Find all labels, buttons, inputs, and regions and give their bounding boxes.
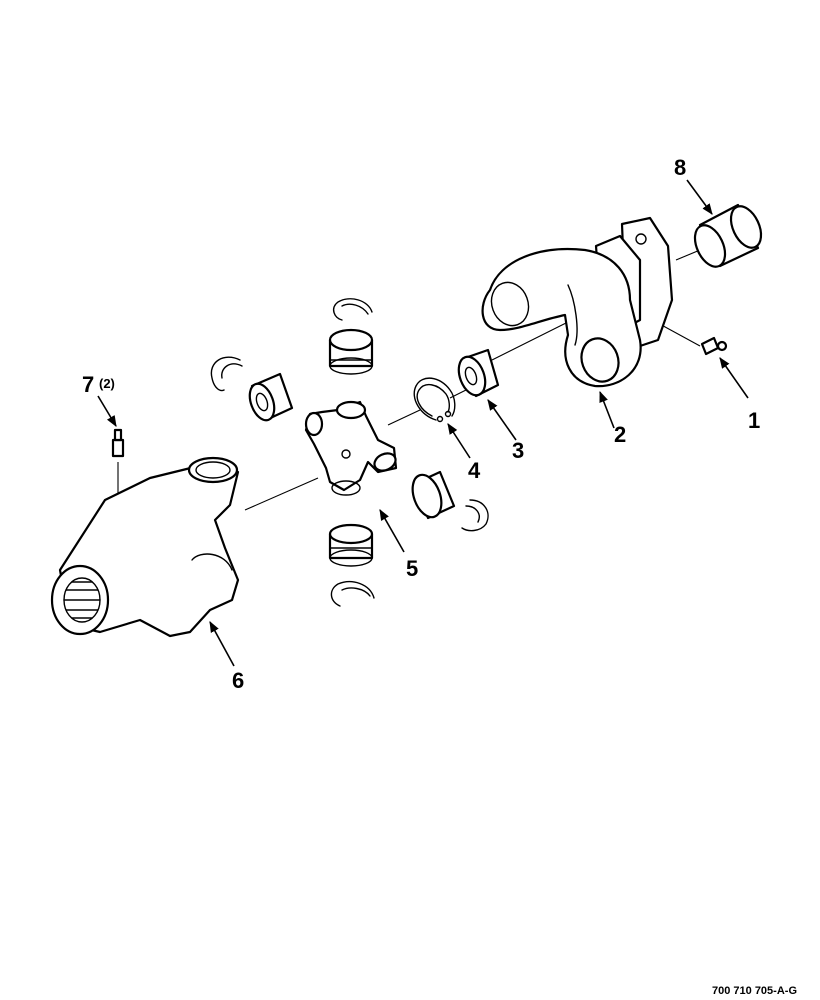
universal-joint-cross-kit[interactable] bbox=[210, 298, 489, 607]
bearing-cup-right bbox=[411, 470, 456, 520]
callout-7: 7 bbox=[82, 372, 94, 397]
callout-7-quantity: (2) bbox=[99, 376, 115, 391]
bearing-cup-left bbox=[248, 372, 294, 422]
snap-ring-top bbox=[332, 298, 373, 321]
snap-ring-large[interactable] bbox=[413, 377, 456, 423]
cross-spider bbox=[304, 400, 398, 496]
callout-4: 4 bbox=[468, 458, 481, 483]
callout-8: 8 bbox=[674, 155, 686, 180]
seal[interactable] bbox=[454, 348, 500, 399]
snap-ring-right bbox=[461, 499, 489, 532]
callout-3: 3 bbox=[512, 438, 524, 463]
grease-fitting-splined-yoke[interactable] bbox=[111, 428, 125, 458]
bearing-cup-top bbox=[328, 328, 374, 375]
callout-1: 1 bbox=[748, 408, 760, 433]
bushing[interactable] bbox=[689, 202, 767, 272]
yoke[interactable] bbox=[481, 216, 674, 388]
grease-fitting-yoke[interactable] bbox=[700, 336, 728, 356]
snap-ring-left bbox=[210, 356, 243, 392]
snap-ring-bottom bbox=[330, 580, 375, 607]
bearing-cup-bottom bbox=[328, 523, 374, 567]
drawing-reference-number: 700 710 705-A-G bbox=[712, 985, 797, 997]
callout-labels: 8 1 2 3 4 5 6 7 (2) bbox=[82, 155, 760, 693]
callout-2: 2 bbox=[614, 422, 626, 447]
callout-5: 5 bbox=[406, 556, 418, 581]
callout-6: 6 bbox=[232, 668, 244, 693]
splined-yoke[interactable] bbox=[50, 456, 240, 638]
leader-arrows bbox=[97, 179, 749, 667]
